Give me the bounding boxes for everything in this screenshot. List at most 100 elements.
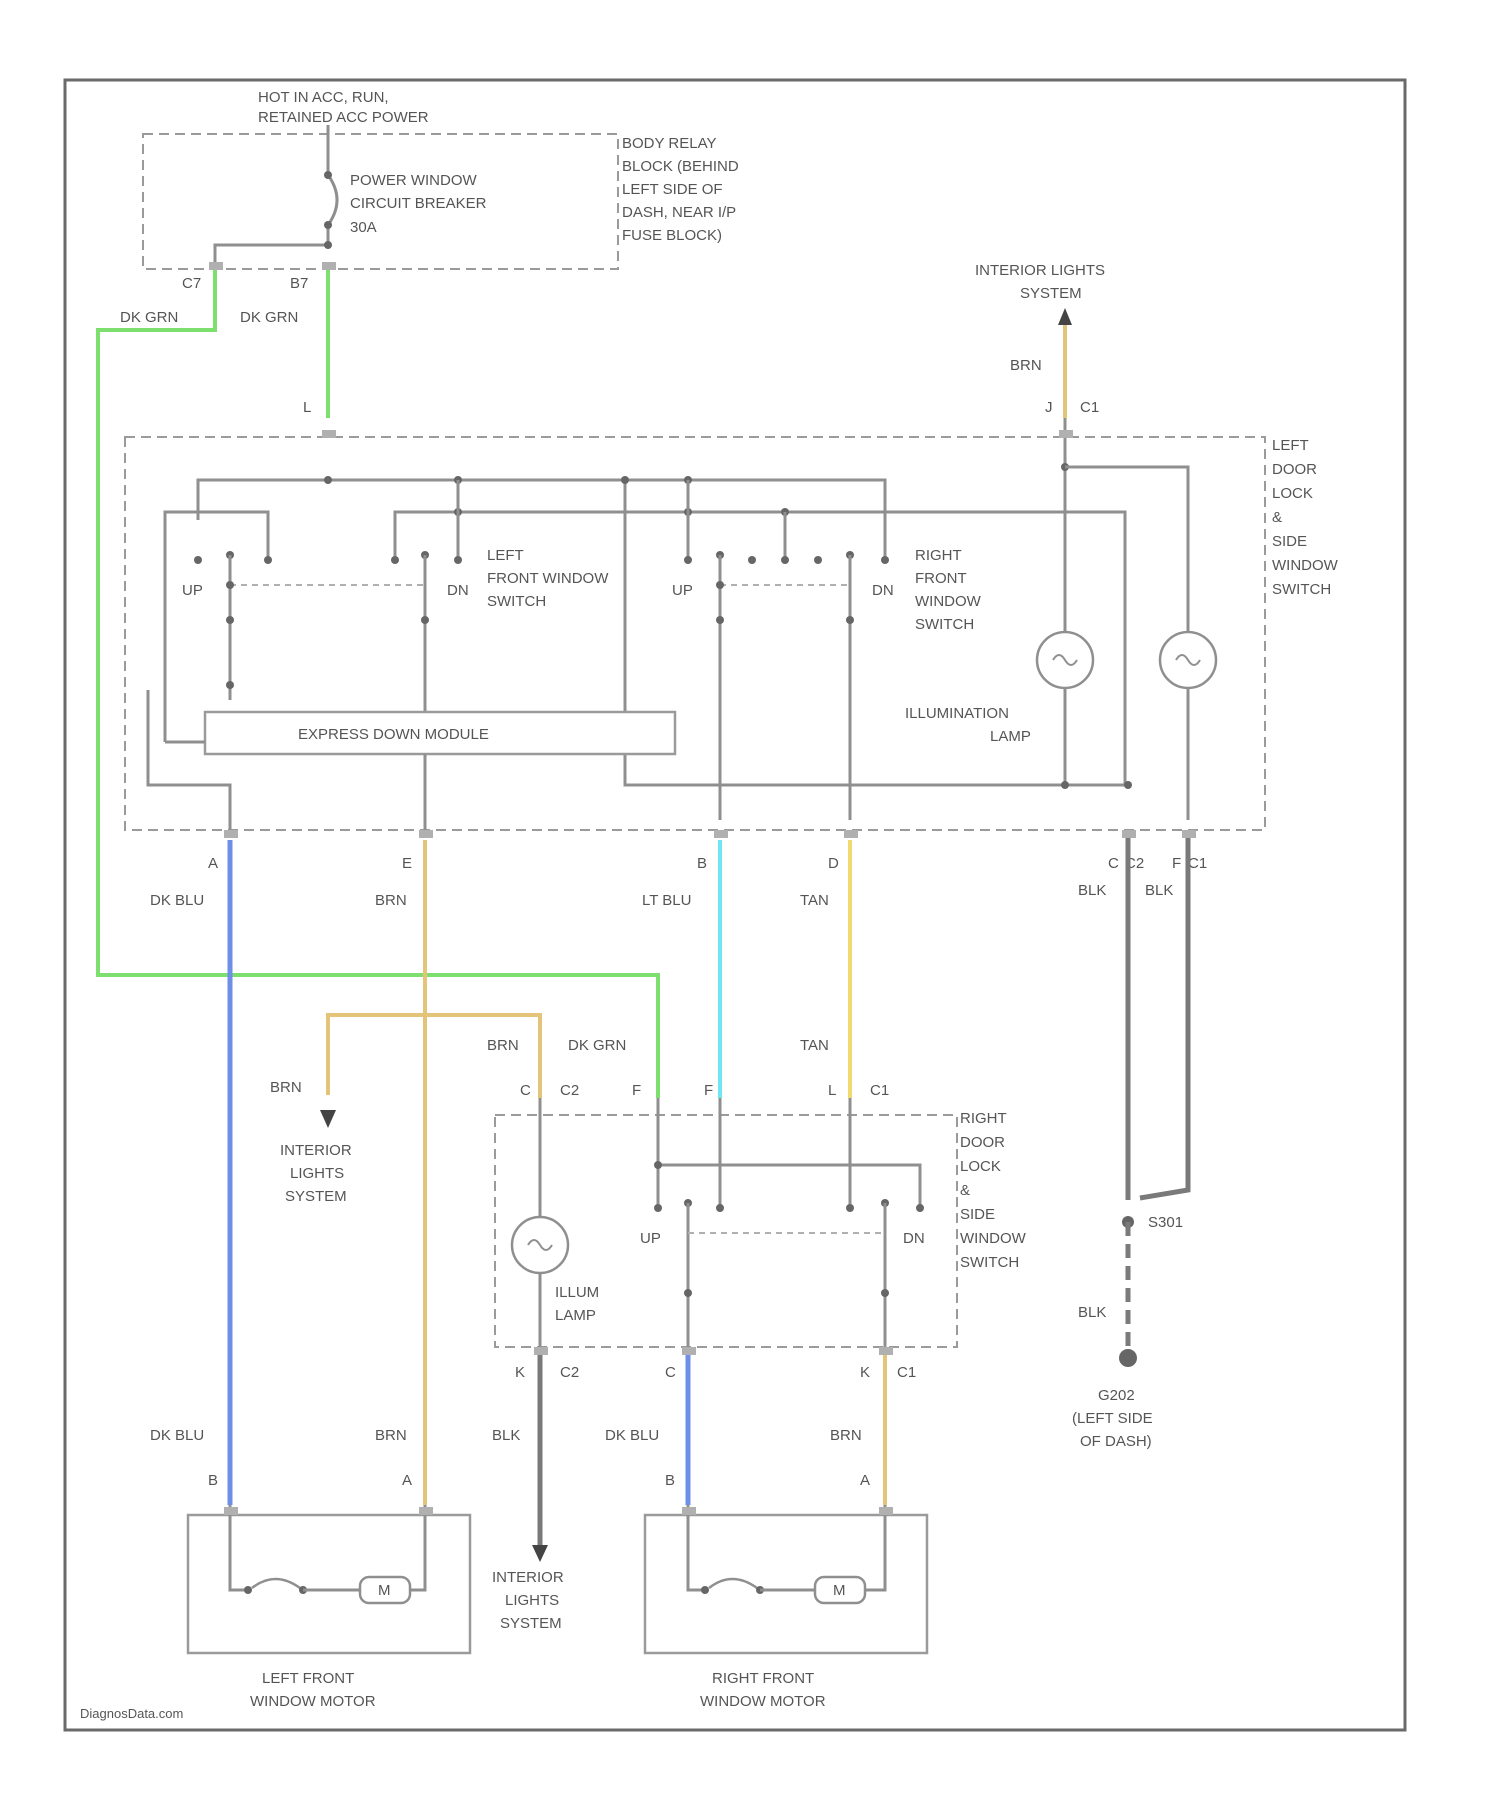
label-body-relay-2: BLOCK (BEHIND (622, 158, 739, 175)
pin-l-top: L (303, 399, 311, 416)
rf-switch-contact-5 (814, 556, 822, 564)
label-illum-1: ILLUMINATION (905, 705, 1009, 722)
wire-label-dk-grn-1: DK GRN (120, 309, 178, 326)
connector-mark (322, 430, 336, 438)
label-ldls-7: SWITCH (1272, 581, 1331, 598)
pin-k-r: K (515, 1364, 525, 1381)
label-circuit-breaker-2: CIRCUIT BREAKER (350, 195, 487, 212)
switch-inner-bus (165, 512, 268, 742)
pin-f2-r: F (704, 1082, 713, 1099)
conn-c2-r: C2 (560, 1082, 579, 1099)
pin-a: A (208, 855, 218, 872)
switch-label-dn-2: DN (872, 582, 894, 599)
arrow-down-interior-lights-left (320, 1110, 336, 1128)
label-rfws-1: RIGHT (915, 547, 962, 564)
label-int-lights-bot-1: INTERIOR (492, 1569, 564, 1586)
label-rfws-4: SWITCH (915, 616, 974, 633)
pin-f-c1: F (1172, 855, 1181, 872)
pin-c-c2: C (1108, 855, 1119, 872)
rs-junction-2 (881, 1289, 889, 1297)
label-illum-r-1: ILLUM (555, 1284, 599, 1301)
pin-d: D (828, 855, 839, 872)
label-rfm-2: WINDOW MOTOR (700, 1693, 826, 1710)
rf-switch-contact-3 (748, 556, 756, 564)
wire-label-dk-blu-2: DK BLU (150, 1427, 204, 1444)
wire-label-blk-4: BLK (492, 1427, 520, 1444)
wire-label-blk-3: BLK (1078, 1304, 1106, 1321)
label-circuit-breaker-1: POWER WINDOW (350, 172, 477, 189)
label-int-lights-left-2: LIGHTS (290, 1165, 344, 1182)
label-splice: S301 (1148, 1214, 1183, 1231)
rs-contact-1 (654, 1204, 662, 1212)
conn-c2-rb: C2 (560, 1364, 579, 1381)
wire-label-brn-4: BRN (375, 1427, 407, 1444)
label-rfm-1: RIGHT FRONT (712, 1670, 814, 1687)
label-rdls-6: WINDOW (960, 1230, 1027, 1247)
rs-contact-6 (916, 1204, 924, 1212)
conn-c1-top: C1 (1080, 399, 1099, 416)
illum-junction-bottom-2 (1124, 781, 1132, 789)
bus-junction-1 (324, 476, 332, 484)
lf-switch-junction-2 (226, 616, 234, 624)
label-rdls-4: & (960, 1182, 970, 1199)
wire-label-dk-blu: DK BLU (150, 892, 204, 909)
rs-contact-4 (846, 1204, 854, 1212)
label-hot-in: HOT IN ACC, RUN, (258, 89, 389, 106)
switch-label-dn-1: DN (447, 582, 469, 599)
lf-switch-contact-4 (391, 556, 399, 564)
conn-c1-r: C1 (870, 1082, 889, 1099)
rs-contact-3 (716, 1204, 724, 1212)
lf-switch-contact-6 (454, 556, 462, 564)
label-rdls-5: SIDE (960, 1206, 995, 1223)
label-circuit-breaker-3: 30A (350, 219, 377, 236)
rfm-contact-1 (701, 1586, 709, 1594)
label-ldls-3: LOCK (1272, 485, 1313, 502)
lf-switch-junction-3 (421, 616, 429, 624)
label-rdls-1: RIGHT (960, 1110, 1007, 1127)
rf-switch-junction-2 (716, 616, 724, 624)
pin-b7: B7 (290, 275, 308, 292)
label-retained: RETAINED ACC POWER (258, 109, 429, 126)
rf-switch-junction-1 (716, 581, 724, 589)
label-lfm-2: WINDOW MOTOR (250, 1693, 376, 1710)
label-body-relay-4: DASH, NEAR I/P (622, 204, 736, 221)
pin-c7: C7 (182, 275, 201, 292)
power-feed-wire (215, 125, 337, 262)
label-interior-lights-top-1: INTERIOR LIGHTS (975, 262, 1105, 279)
connector-mark (419, 1507, 433, 1515)
wire-label-tan: TAN (800, 892, 829, 909)
label-body-relay-5: FUSE BLOCK) (622, 227, 722, 244)
label-lfm-1: LEFT FRONT (262, 1670, 354, 1687)
label-ldls-6: WINDOW (1272, 557, 1339, 574)
wire-dk-grn-left (98, 262, 658, 1098)
pin-b-lm: B (208, 1472, 218, 1489)
diagram-frame (65, 80, 1405, 1730)
label-ldls-4: & (1272, 509, 1282, 526)
arrow-down-interior-lights-bottom (532, 1545, 548, 1562)
label-int-lights-bot-3: SYSTEM (500, 1615, 562, 1632)
breaker-junction (324, 241, 332, 249)
lfm-contact-1 (244, 1586, 252, 1594)
switch-label-up-2: UP (672, 582, 693, 599)
label-int-lights-bot-2: LIGHTS (505, 1592, 559, 1609)
label-lfws-2: FRONT WINDOW (487, 570, 609, 587)
wire-label-brn-5: BRN (830, 1427, 862, 1444)
pin-f-r: F (632, 1082, 641, 1099)
wire-label-blk-2: BLK (1145, 882, 1173, 899)
label-rfws-2: FRONT (915, 570, 967, 587)
motor-label-right: M (833, 1582, 846, 1599)
label-rdls-2: DOOR (960, 1134, 1005, 1151)
connector-mark (1182, 830, 1196, 838)
label-int-lights-left-1: INTERIOR (280, 1142, 352, 1159)
wire-label-dk-blu-3: DK BLU (605, 1427, 659, 1444)
connector-mark (1122, 830, 1136, 838)
right-bus-junction (654, 1161, 662, 1169)
connector-mark (224, 830, 238, 838)
lf-switch-junction-4 (226, 681, 234, 689)
left-door-switch-enclosure (125, 437, 1265, 830)
breaker-terminal-bottom (324, 221, 332, 229)
right-switch-bus-h (658, 1165, 920, 1208)
label-express-down: EXPRESS DOWN MODULE (298, 726, 489, 743)
label-interior-lights-top-2: SYSTEM (1020, 285, 1082, 302)
